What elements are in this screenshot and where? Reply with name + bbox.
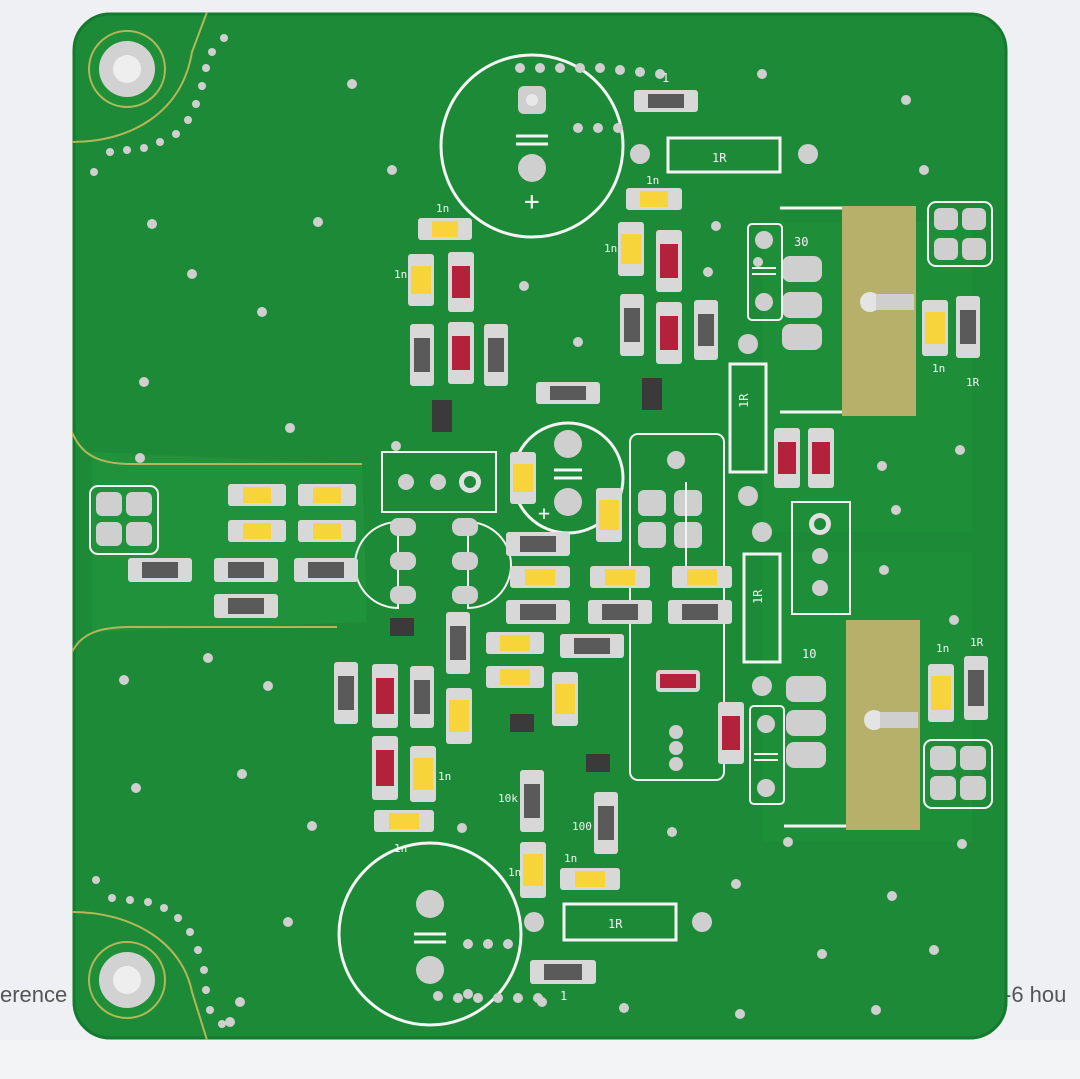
smd-caps-horizontal — [228, 188, 732, 890]
header-top-right — [927, 201, 993, 267]
bottom-strip — [0, 1040, 1080, 1079]
resistor-axial-top: 1R — [630, 136, 818, 174]
svg-text:1n: 1n — [394, 268, 407, 281]
mounting-hole-bottom — [88, 941, 166, 1019]
svg-text:1n: 1n — [394, 842, 407, 855]
to92-pads — [390, 518, 478, 604]
keepout-mid-bot — [71, 626, 337, 653]
electrolytic-cap-bottom — [337, 841, 523, 1027]
svg-text:+: + — [538, 501, 550, 525]
power-transistor-bottom — [784, 620, 920, 830]
melf-resistors — [372, 230, 834, 800]
svg-text:1R: 1R — [712, 151, 727, 165]
keepout-top-left — [71, 11, 208, 143]
sot23-transistors — [390, 378, 662, 772]
svg-text:1R: 1R — [751, 589, 765, 604]
svg-text:1R: 1R — [737, 393, 751, 408]
pin1-label-top: 1 — [662, 71, 669, 85]
label-30: 30 — [794, 235, 808, 249]
pin1-label-bottom: 1 — [560, 989, 567, 1003]
resistor-axial-mid1: 1R — [728, 334, 768, 506]
header-3pin-top — [381, 451, 497, 513]
power-transistor-top — [780, 206, 916, 416]
banded-resistors — [128, 90, 988, 984]
pcb-render: + + 1 1 1R 1R 1R — [71, 11, 1008, 1041]
svg-text:1n: 1n — [604, 242, 617, 255]
mounting-hole-top — [88, 30, 166, 108]
resistor-axial-bottom: 1R — [524, 902, 712, 942]
label-10: 10 — [802, 647, 816, 661]
header-left — [89, 485, 159, 555]
svg-text:1n: 1n — [932, 362, 945, 375]
value-labels: 1n 1n 1n 1n 1n 1n 1n 1n 1n 1n 1R 1R 10k … — [394, 174, 984, 879]
svg-text:+: + — [524, 187, 540, 217]
svg-text:1n: 1n — [436, 202, 449, 215]
header-3pin-right — [791, 501, 851, 615]
keepout-mid-top — [71, 431, 362, 465]
svg-text:10k: 10k — [498, 792, 518, 805]
cap-pad-rows — [433, 63, 665, 1003]
smd-caps-vertical — [408, 222, 954, 898]
film-cap-bottom — [749, 705, 785, 805]
right-overlay-text: -6 hou — [1004, 982, 1067, 1007]
svg-text:1n: 1n — [646, 174, 659, 187]
resistor-axial-mid2: 1R — [742, 522, 782, 696]
header-bottom-right — [923, 739, 993, 809]
pcb-board: + + 1 1 1R 1R 1R — [71, 11, 1008, 1041]
svg-text:1n: 1n — [936, 642, 949, 655]
electrolytic-cap-top: + — [439, 53, 625, 239]
keepout-bottom-left — [71, 911, 208, 1041]
left-overlay-text: erence — [0, 982, 68, 1007]
svg-text:1n: 1n — [508, 866, 521, 879]
svg-text:1R: 1R — [966, 376, 980, 389]
svg-text:100: 100 — [572, 820, 592, 833]
svg-text:1n: 1n — [564, 852, 577, 865]
svg-text:1R: 1R — [970, 636, 984, 649]
svg-text:1R: 1R — [608, 917, 623, 931]
header-center — [629, 433, 725, 781]
svg-text:1n: 1n — [438, 770, 451, 783]
film-cap-top — [747, 223, 783, 321]
